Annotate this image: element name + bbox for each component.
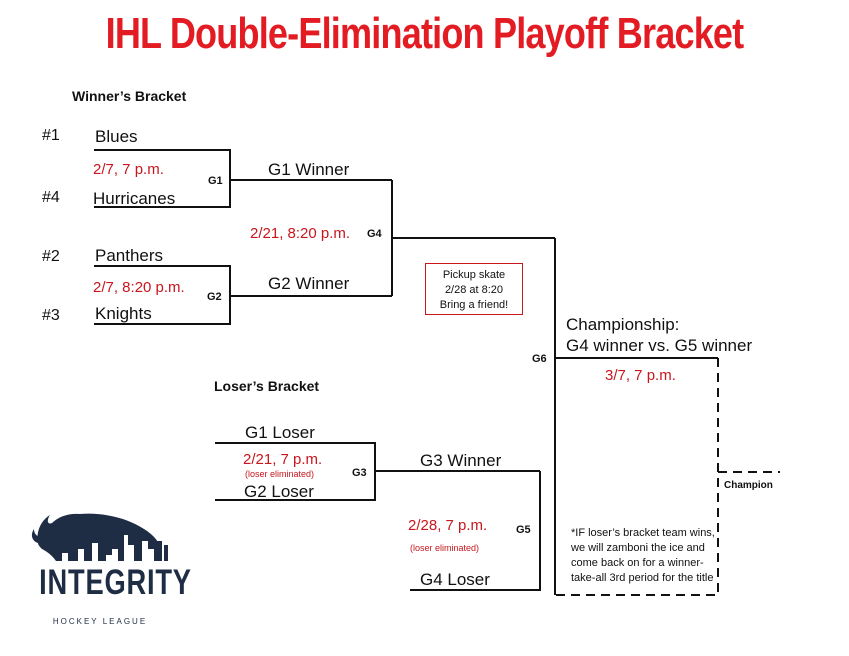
seed-4: #4 bbox=[42, 189, 60, 206]
g2-date: 2/7, 8:20 p.m. bbox=[93, 279, 185, 296]
g2-loser-label: G2 Loser bbox=[244, 482, 314, 501]
g5-bracket-line bbox=[410, 471, 541, 591]
g5-note: (loser eliminated) bbox=[410, 543, 480, 553]
championship-matchup: G4 winner vs. G5 winner bbox=[566, 336, 753, 355]
team-knights: Knights bbox=[95, 304, 152, 323]
losers-bracket-label: Loser’s Bracket bbox=[214, 378, 320, 394]
seed-2: #2 bbox=[42, 248, 60, 265]
pickup-skate-box: Pickup skate 2/28 at 8:20 Bring a friend… bbox=[425, 263, 523, 315]
g1-bracket-line bbox=[94, 149, 231, 208]
logo-wordmark: INTEGRITY bbox=[39, 563, 192, 602]
team-blues: Blues bbox=[95, 127, 138, 146]
g6-label: G6 bbox=[532, 353, 547, 365]
g3-note: (loser eliminated) bbox=[245, 469, 315, 479]
champion-label: Champion bbox=[724, 480, 773, 491]
g2-winner-label: G2 Winner bbox=[268, 274, 350, 293]
g4-date: 2/21, 8:20 p.m. bbox=[250, 225, 351, 242]
g3-label: G3 bbox=[352, 467, 367, 479]
g6-date: 3/7, 7 p.m. bbox=[605, 367, 676, 384]
team-hurricanes: Hurricanes bbox=[93, 189, 176, 208]
pickup-line-3: Bring a friend! bbox=[439, 298, 509, 311]
pickup-line-1: Pickup skate bbox=[442, 269, 506, 281]
winners-bracket-label: Winner’s Bracket bbox=[72, 88, 187, 104]
seed-3: #3 bbox=[42, 307, 60, 324]
if-game-note: *IF loser’s bracket team wins, we will z… bbox=[571, 527, 715, 584]
championship-heading: Championship: bbox=[566, 315, 680, 334]
g1-date: 2/7, 7 p.m. bbox=[93, 161, 164, 178]
pickup-line-2: 2/28 at 8:20 bbox=[444, 283, 504, 296]
g3-date: 2/21, 7 p.m. bbox=[243, 451, 323, 468]
team-panthers: Panthers bbox=[95, 246, 164, 265]
g4-label: G4 bbox=[367, 228, 382, 240]
g3-winner-label: G3 Winner bbox=[420, 451, 502, 470]
page-title: IHL Double-Elimination Playoff Bracket bbox=[105, 9, 745, 58]
bison-skyline-icon bbox=[31, 513, 168, 561]
seed-1: #1 bbox=[42, 127, 60, 144]
g4-loser-label: G4 Loser bbox=[420, 570, 490, 589]
logo-subtitle: HOCKEY LEAGUE bbox=[52, 617, 148, 626]
if-game-dashed-line bbox=[555, 358, 719, 596]
g1-winner-label: G1 Winner bbox=[268, 160, 350, 179]
g1-loser-label: G1 Loser bbox=[245, 423, 315, 442]
g2-label: G2 bbox=[207, 291, 222, 303]
g1-label: G1 bbox=[208, 175, 223, 187]
g5-label: G5 bbox=[516, 524, 531, 536]
g5-date: 2/28, 7 p.m. bbox=[408, 517, 488, 534]
